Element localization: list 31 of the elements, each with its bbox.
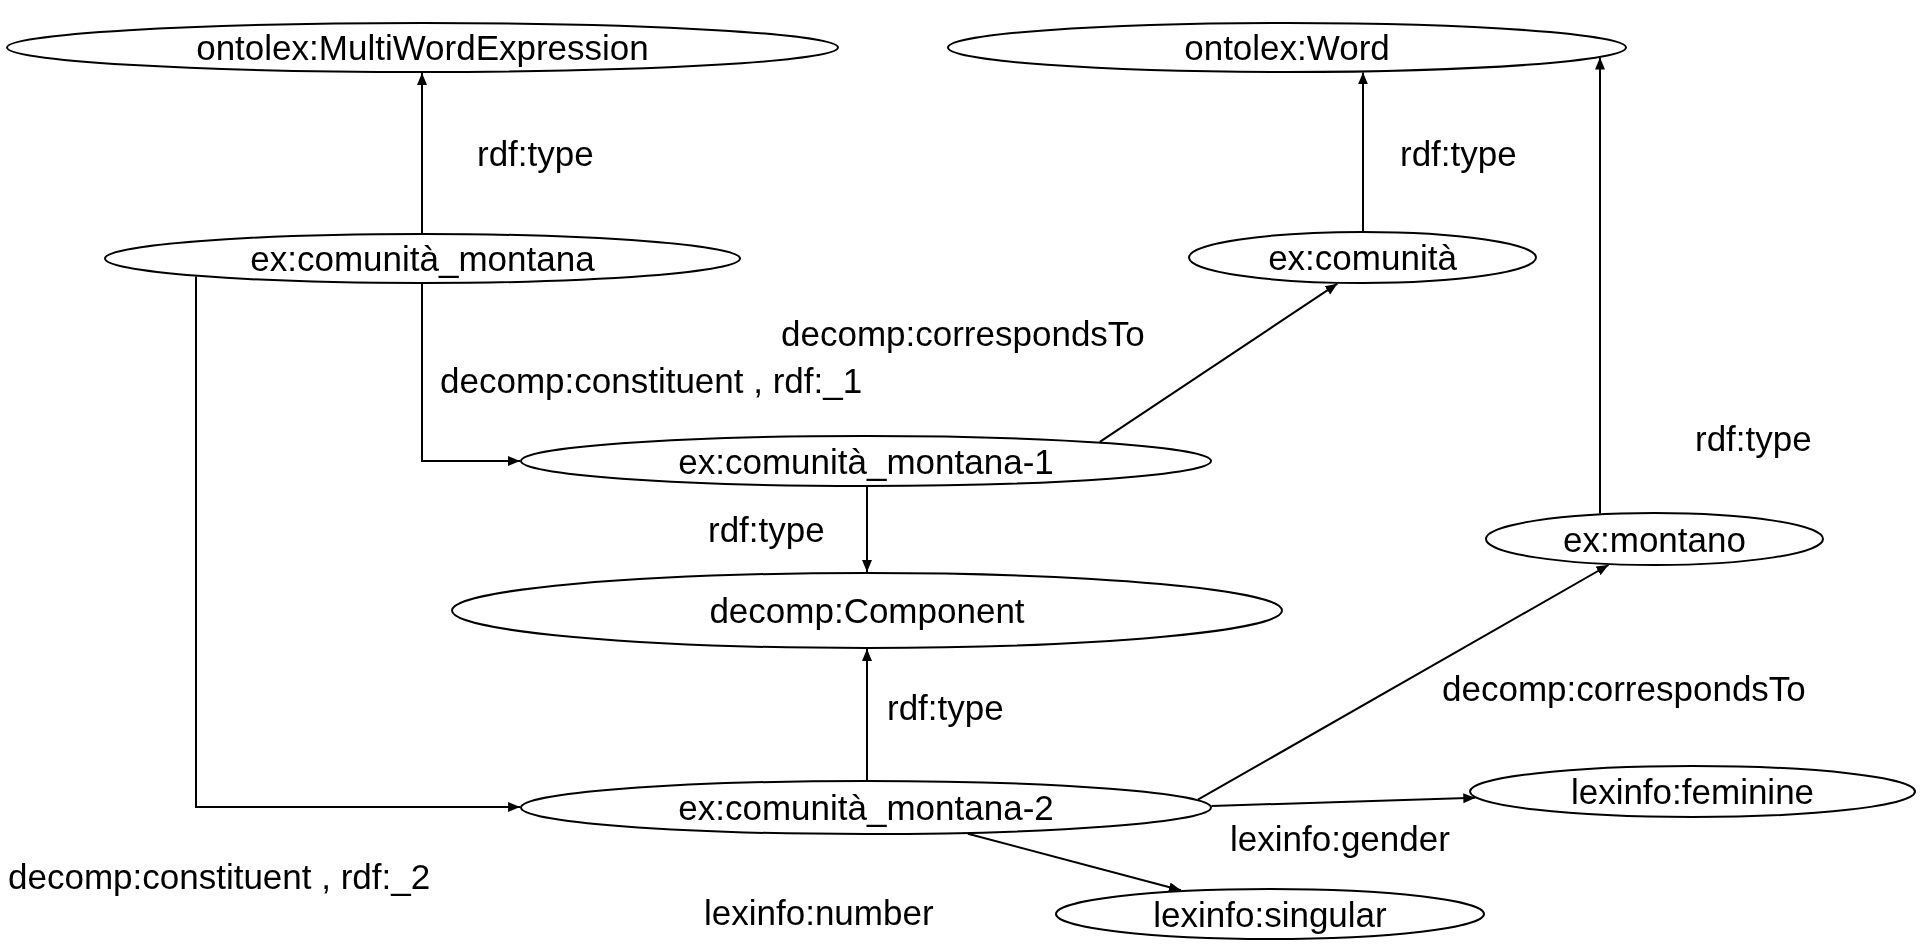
ellipse-node xyxy=(6,22,839,73)
ellipse-node xyxy=(1469,765,1916,818)
arrow xyxy=(421,283,521,466)
node-label: lexinfo:feminine xyxy=(1570,774,1815,809)
ellipse-node xyxy=(1485,512,1824,566)
arrow xyxy=(862,648,872,781)
node-label: ex:montano xyxy=(1563,521,1746,557)
ellipse-node xyxy=(1188,231,1537,284)
arrow xyxy=(1098,282,1339,443)
node-label: decomp:Component xyxy=(709,593,1025,628)
ellipse-node xyxy=(451,572,1283,649)
node-label: ex:comunità_montana-2 xyxy=(678,790,1054,825)
ellipse-node xyxy=(1055,888,1485,940)
arrow xyxy=(1196,564,1610,801)
arrow xyxy=(862,486,872,573)
arrow xyxy=(966,832,1182,893)
node-label: lexinfo:singular xyxy=(1153,896,1387,932)
node-label: ex:comunità xyxy=(1268,240,1457,275)
ellipse-node xyxy=(104,233,741,284)
arrow xyxy=(1210,793,1477,807)
ellipse-node xyxy=(520,780,1212,835)
node-label: ontolex:MultiWordExpression xyxy=(196,30,649,65)
node-label: ex:comunità_montana xyxy=(250,241,595,276)
arrow xyxy=(417,72,427,234)
arrow xyxy=(1358,71,1368,232)
node-label: ontolex:Word xyxy=(1184,30,1390,65)
arrow xyxy=(1595,56,1605,515)
ellipse-node xyxy=(947,22,1627,73)
ellipse-node xyxy=(520,435,1212,487)
arrow xyxy=(195,275,522,812)
node-label: ex:comunità_montana-1 xyxy=(678,443,1054,479)
